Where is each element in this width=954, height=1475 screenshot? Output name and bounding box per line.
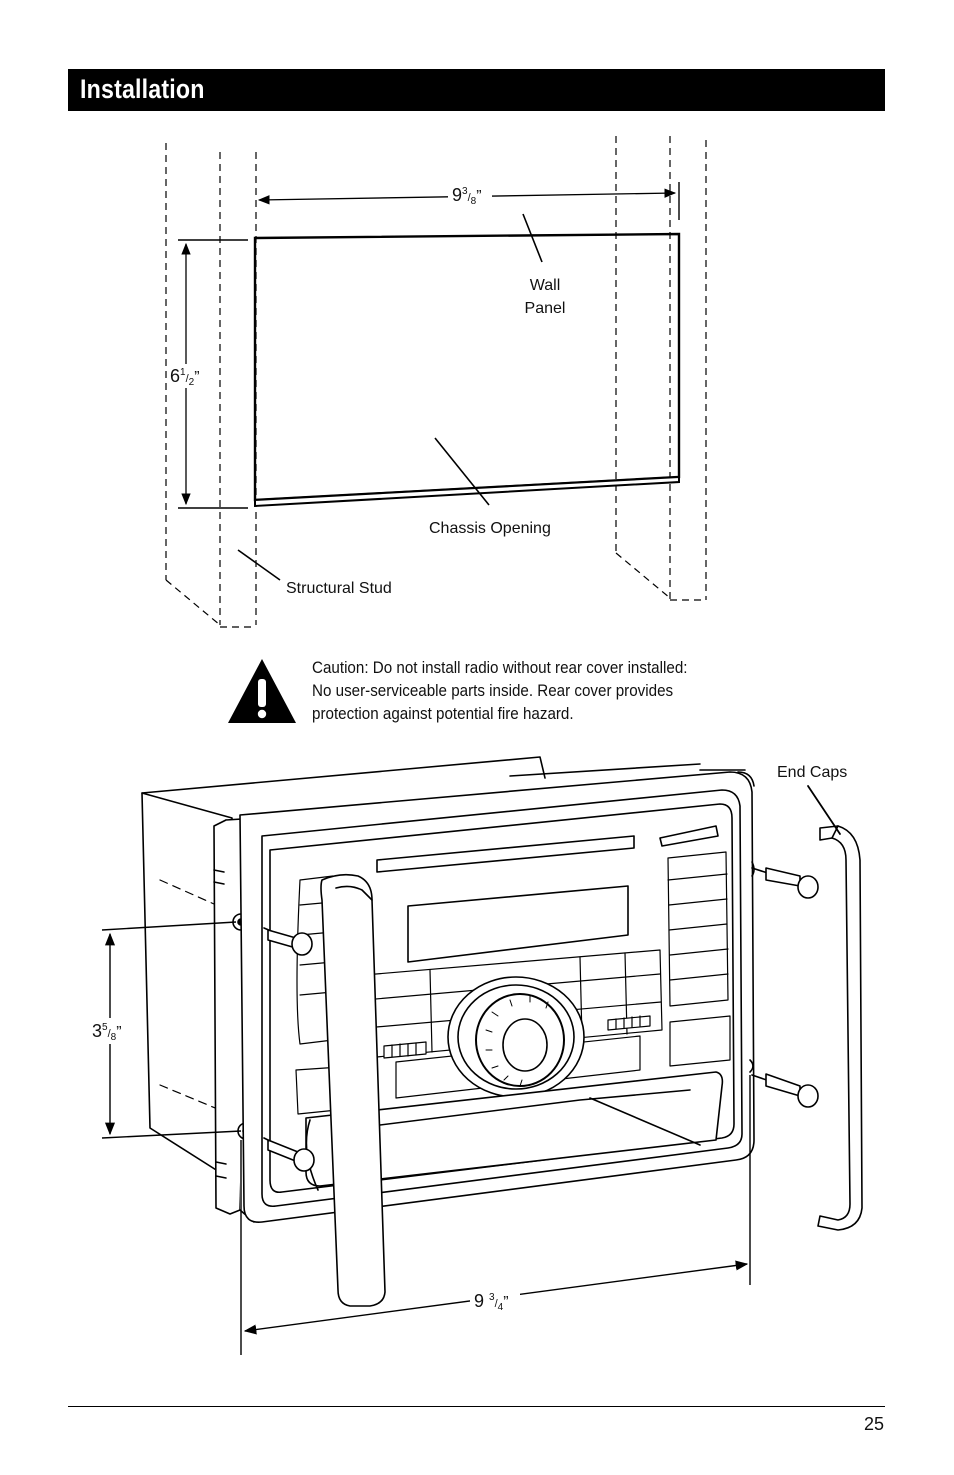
overall-width-label: 9 3/4” — [474, 1291, 509, 1313]
left-structural-stud — [165, 143, 257, 628]
footer-rule — [68, 1406, 885, 1407]
chassis-opening — [253, 232, 681, 508]
screw-bottom-right — [749, 1059, 819, 1108]
screw-top-left — [263, 927, 313, 956]
caution-line-1: Caution: Do not install radio without re… — [312, 659, 688, 677]
wall-panel-leader — [522, 213, 543, 263]
chassis-opening-label: Chassis Opening — [429, 520, 551, 537]
screw-top-right — [751, 861, 819, 899]
height-dimension-label: 61/2” — [170, 366, 200, 388]
right-structural-stud — [615, 136, 707, 601]
wall-panel-label: Wall — [530, 277, 561, 294]
right-end-cap — [817, 825, 863, 1231]
wall-panel-label-2: Panel — [525, 300, 566, 317]
structural-stud-label: Structural Stud — [286, 580, 392, 597]
volume-knob — [447, 976, 585, 1098]
section-header-bar: Installation — [68, 69, 885, 111]
wall-cutout-diagram: 93/8” 61/2” Wall Panel Chassis Opening S… — [165, 136, 707, 628]
warning-triangle-icon — [228, 659, 296, 723]
end-caps-leader — [807, 785, 841, 835]
caution-text: Caution: Do not install radio without re… — [312, 657, 782, 726]
page-number: 25 — [863, 1414, 884, 1434]
width-dimension-label: 93/8” — [452, 185, 482, 207]
screw-bottom-left — [263, 1137, 315, 1172]
caution-line-3: protection against potential fire hazard… — [312, 705, 574, 723]
chassis-opening-leader — [434, 437, 490, 506]
radio-display-area — [376, 825, 719, 963]
end-caps-label: End Caps — [777, 764, 847, 781]
structural-stud-leader — [237, 549, 281, 581]
caution-line-2: No user-serviceable parts inside. Rear c… — [312, 682, 674, 700]
radio-chassis-box — [141, 756, 701, 1181]
radio-installation-diagram: 35/8” 9 3/4” End Caps — [90, 756, 863, 1355]
section-title: Installation — [80, 74, 205, 104]
hole-spacing-label: 35/8” — [92, 1021, 122, 1043]
